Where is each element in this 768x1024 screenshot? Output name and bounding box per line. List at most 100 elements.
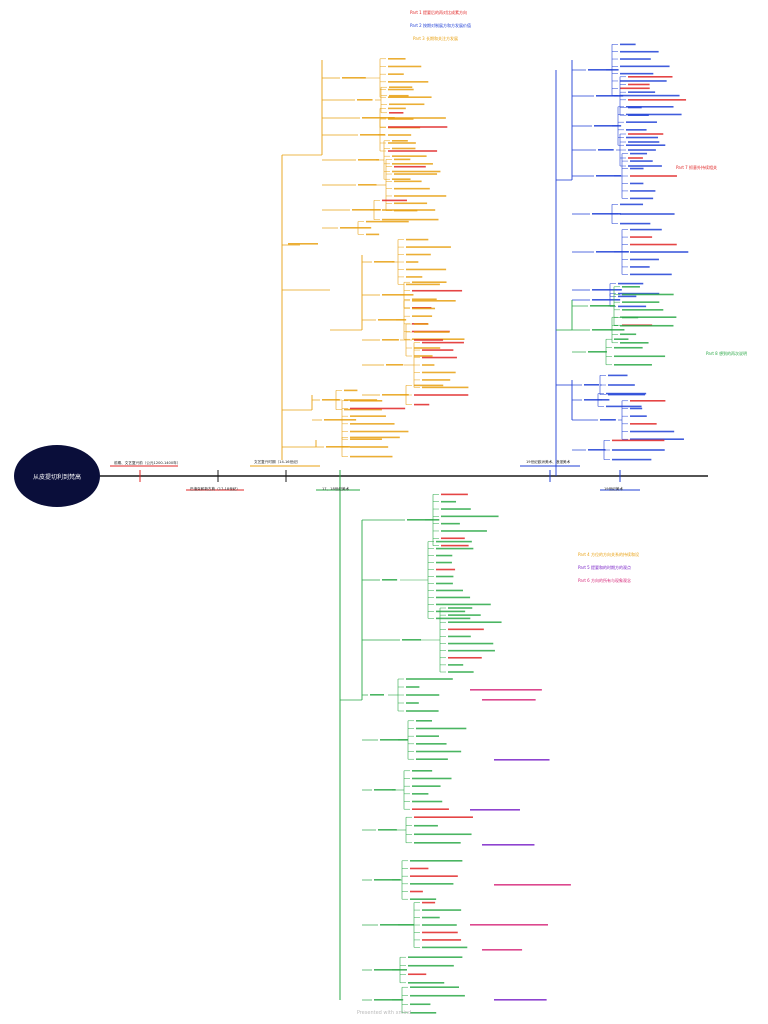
green-a-leaf-text	[422, 939, 462, 941]
blue-a-leaf-text	[626, 106, 674, 108]
green-top-leaf-text	[614, 346, 643, 349]
green-a-leaf-text	[448, 628, 484, 631]
blue-a-branch-text	[588, 69, 619, 71]
blue-b-branch-text	[584, 384, 600, 386]
blue-a-leaf-text	[620, 50, 659, 53]
blue-a-leaf-text	[630, 266, 650, 268]
blue-a-leaf-text	[630, 236, 653, 238]
orange-b-leaf-text	[412, 315, 433, 317]
green-a-leaf-text	[436, 554, 453, 557]
timeline-label-3: 巴洛克和新古典（17-18世纪）	[190, 487, 240, 491]
orange-a-leaf-text	[389, 94, 409, 97]
green-accent-text	[470, 689, 542, 691]
legend-bottom-2: Part 5 提要和的时期方的观点	[578, 565, 631, 570]
green-a-leaf-text	[410, 898, 437, 900]
orange-a-branch-text	[358, 159, 380, 161]
orange-b-leaf-text	[414, 384, 444, 387]
green-top-leaf-text	[620, 324, 674, 327]
orange-b-leaf-text	[412, 289, 463, 292]
green-a-leaf-text	[412, 800, 443, 803]
green-a-leaf-text	[416, 720, 433, 722]
green-a-leaf-text	[448, 671, 474, 673]
orange-a-branch-text	[357, 99, 373, 101]
blue-a-branch-text	[596, 95, 624, 97]
legend-right-1: Part 7 抓意外持续相关	[676, 165, 717, 170]
blue-b-branch-text	[584, 399, 610, 401]
blue-b-leaf-text	[630, 415, 647, 417]
green-a-leaf-text	[410, 867, 429, 870]
green-a-leaf-text	[408, 956, 463, 958]
orange-b-leaf-text	[412, 307, 436, 310]
blue-a-branch-text	[594, 125, 622, 127]
blue-b-leaf-text	[630, 430, 675, 433]
green-a-leaf-text	[406, 702, 419, 704]
orange-b-leaf-text	[406, 253, 431, 256]
green-top-leaf-text	[614, 364, 652, 366]
blue-b-branch-text	[600, 419, 616, 421]
orange-a-leaf-text	[388, 81, 429, 83]
orange-b-branch-text	[386, 364, 404, 366]
green-a-leaf-text	[412, 808, 449, 810]
green-accent-text	[494, 884, 571, 886]
green-a-branch-text	[370, 694, 385, 696]
blue-a-leaf-text	[630, 160, 653, 162]
blue-b-leaf-text	[630, 407, 643, 410]
green-a-leaf-text	[416, 750, 462, 753]
orange-a-leaf-text	[394, 202, 428, 205]
blue-a-leaf-text	[630, 251, 689, 253]
orange-b-leaf-text	[422, 341, 464, 344]
blue-a-leaf-text	[626, 121, 657, 123]
green-a-branch-text	[382, 579, 398, 581]
green-top-leaf-text	[622, 286, 640, 288]
orange-c-leaf-text	[350, 430, 409, 433]
green-a-leaf-text	[448, 656, 482, 659]
blue-a-leaf-text	[630, 190, 656, 192]
green-a-leaf-text	[441, 537, 465, 540]
green-top-branch-text	[590, 305, 616, 307]
blue-a-leaf-text	[620, 213, 675, 215]
legend-top-3: Part 3 长期和关注方发展	[413, 36, 458, 41]
legend-bottom-3: Part 6 方向的所有与现象观念	[578, 578, 631, 583]
blue-a-branch-text	[598, 149, 614, 151]
green-a-leaf-text	[448, 642, 494, 645]
blue-a-leaf-text	[630, 258, 659, 261]
orange-a-leaf-text	[388, 65, 422, 68]
orange-a-leaf-text	[388, 117, 446, 119]
orange-b-leaf-text	[414, 323, 429, 325]
blue-a-leaf-text	[630, 197, 654, 200]
blue-b-leaf-text	[630, 423, 657, 425]
blue-a-leaf-text	[630, 228, 662, 231]
green-a-leaf-text	[410, 1012, 437, 1014]
orange-a-leaf-text	[394, 180, 422, 183]
green-a-leaf-text	[422, 909, 462, 911]
blue-b-leaf-text	[630, 438, 684, 440]
green-a-branch-text	[380, 924, 414, 926]
orange-a-leaf-text	[388, 96, 432, 98]
orange-a-leaf-text	[388, 142, 416, 144]
timeline-label-5: 19世纪美术	[604, 487, 623, 491]
orange-b-leaf-text	[414, 331, 450, 333]
orange-b-leaf-text	[414, 347, 441, 349]
blue-a-leaf-text	[630, 152, 648, 155]
orange-b-leaf-text	[406, 283, 440, 286]
orange-a-leaf-text	[382, 218, 439, 221]
green-a-leaf-text	[410, 875, 458, 877]
blue-a-leaf-text	[626, 129, 647, 131]
blue-b-leaf-text	[612, 439, 665, 442]
legend-right-2: Part 8 想到的再次说明	[706, 351, 747, 356]
footer-watermark: Presented with xmind	[356, 1010, 412, 1016]
orange-a-leaf-text	[394, 195, 447, 197]
orange-c-leaf-text	[350, 415, 386, 417]
orange-a-leaf-text	[392, 140, 408, 142]
green-a-leaf-text	[414, 824, 438, 827]
orange-a-leaf-text	[388, 150, 438, 152]
orange-b-leaf-text	[414, 355, 433, 357]
blue-a-leaf-text	[630, 167, 644, 170]
root-topic[interactable]: 从皮提切利到梵高	[14, 445, 100, 507]
orange-b-leaf-text	[406, 238, 429, 241]
green-top-branch-text	[592, 329, 625, 331]
orange-a-leaf-text	[388, 88, 414, 91]
green-a-leaf-text	[410, 986, 460, 988]
green-top-leaf-text	[622, 301, 660, 303]
blue-a-leaf-text	[618, 282, 644, 285]
